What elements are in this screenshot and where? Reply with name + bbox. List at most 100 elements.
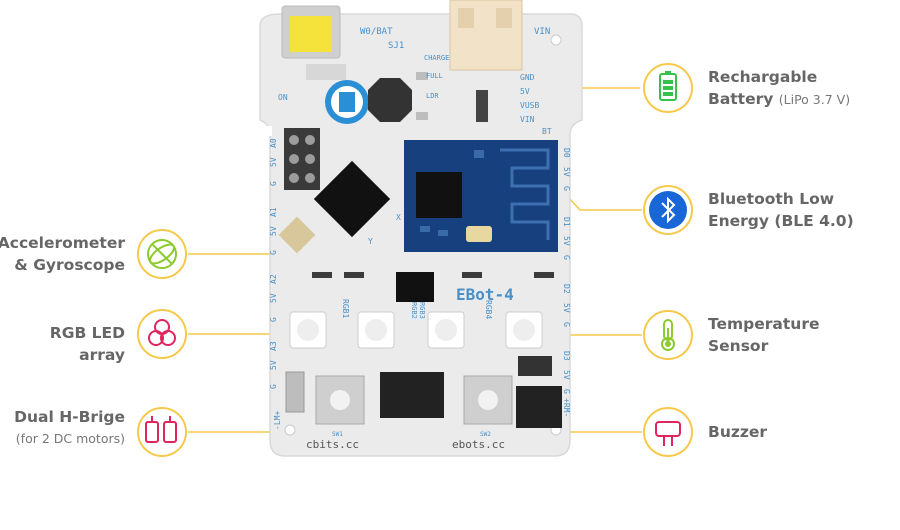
- left-pin-label: A2: [269, 274, 278, 284]
- silk-full: FULL: [426, 72, 443, 80]
- right-pin-label: D3: [562, 351, 571, 361]
- silk-rgb4: RGB4: [484, 300, 493, 319]
- rgb-led-lens: [297, 319, 319, 341]
- silk-rgb1: RGB1: [341, 299, 350, 318]
- right-pin-label: D2: [562, 284, 571, 294]
- piezo-part: [368, 78, 412, 122]
- silk-sw1: SW1: [332, 431, 343, 438]
- mount-hole: [284, 424, 296, 436]
- right-pin-label: G: [562, 255, 571, 260]
- silk-ldr: LDR: [426, 92, 439, 100]
- left-pin-label: G: [269, 317, 278, 322]
- label-rgb-led: RGB LED array: [50, 322, 125, 366]
- right-pin-label: D1: [562, 217, 571, 227]
- power-switch-knob: [290, 16, 332, 52]
- silk-sw2: SW2: [480, 431, 491, 438]
- right-pin-label: G: [562, 322, 571, 327]
- label-accelerometer: Accelerometer & Gyroscope: [0, 232, 125, 276]
- url-left: cbits.cc: [306, 438, 359, 451]
- rgb-led-lens: [513, 319, 535, 341]
- silk-5v: 5V: [520, 87, 530, 96]
- smd-part: [416, 112, 428, 120]
- right-pin-label: 5V: [562, 236, 571, 246]
- silk-on: ON: [278, 93, 288, 102]
- buzzer-part: [516, 386, 562, 428]
- thermometer-icon: [661, 319, 675, 351]
- smd-part: [416, 72, 428, 80]
- pin: [305, 154, 315, 164]
- button-sw2-cap: [478, 390, 498, 410]
- smd-part: [462, 272, 482, 278]
- smd-part: [344, 272, 364, 278]
- cbits-logo-mark: [339, 92, 355, 112]
- label-buzzer: Buzzer: [708, 421, 767, 443]
- gyroscope-icon: [147, 239, 177, 269]
- right-pin-label: 5V: [562, 167, 571, 177]
- label-rgb-line1: RGB LED: [49, 324, 125, 342]
- buzzer-icon: [655, 421, 681, 446]
- ble-smd: [420, 226, 430, 232]
- silk-x: X: [396, 213, 401, 222]
- label-battery-line1: Rechargable: [708, 68, 818, 86]
- connector-pin: [496, 8, 512, 28]
- button-sw1-cap: [330, 390, 350, 410]
- label-hbridge: Dual H-Brige (for 2 DC motors): [14, 406, 125, 450]
- mcu-chip: [313, 160, 391, 238]
- pin: [289, 135, 299, 145]
- label-ble: Bluetooth Low Energy (BLE 4.0): [708, 188, 854, 232]
- left-pin-label: A3: [269, 341, 278, 351]
- left-pin-label: G: [269, 250, 278, 255]
- hbridge-badge: [137, 407, 187, 457]
- left-pin-label: 5V: [269, 293, 278, 303]
- label-accelerometer-line1: Accelerometer: [0, 234, 125, 252]
- silk-y: Y: [368, 237, 373, 246]
- silk-rgb3: RGB3: [418, 302, 426, 319]
- imu-chip: [396, 272, 434, 302]
- silk-vin-top: VIN: [534, 27, 550, 37]
- left-pin-label: G: [269, 384, 278, 389]
- rgb-led-lens: [435, 319, 457, 341]
- label-battery: Rechargable Battery (LiPo 3.7 V): [708, 66, 850, 111]
- left-pin-label: G: [269, 181, 278, 186]
- crystal: [278, 216, 316, 254]
- silk-w0bat: W0/BAT: [360, 27, 393, 37]
- right-pin-label: 5V: [562, 370, 571, 380]
- hbridge-chip: [380, 372, 444, 418]
- pin: [305, 135, 315, 145]
- label-rgb-line2: array: [79, 346, 125, 364]
- rgb-led-lens: [365, 319, 387, 341]
- silk-charge: CHARGE: [424, 54, 449, 62]
- label-temp-line1: Temperature: [708, 315, 820, 333]
- silk-vin: VIN: [520, 115, 535, 124]
- rgb-circles-icon: [148, 319, 176, 346]
- pcb-notch: [262, 126, 272, 136]
- silk-rm: +RM-: [562, 398, 571, 417]
- motors-icon: [145, 416, 177, 443]
- right-pin-label: 5V: [562, 303, 571, 313]
- ble-antenna: [500, 148, 550, 240]
- label-temp-line2: Sensor: [708, 337, 769, 355]
- rgb-leds: [289, 311, 543, 349]
- smd-part: [312, 272, 332, 278]
- pin: [305, 173, 315, 183]
- url-right: ebots.cc: [452, 438, 505, 451]
- silk-rgb2: RGB2: [410, 302, 418, 319]
- label-ble-line1: Bluetooth Low: [708, 190, 835, 208]
- right-pin-label: D0: [562, 148, 571, 158]
- right-pin-label: G: [562, 389, 571, 394]
- connector-pin: [458, 8, 474, 28]
- ble-crystal: [466, 226, 492, 242]
- smd-part: [306, 64, 346, 80]
- ble-chip: [416, 172, 462, 218]
- silk-gnd: GND: [520, 73, 535, 82]
- label-hbridge-sub: (for 2 DC motors): [15, 431, 125, 446]
- board-name: EBot-4: [456, 285, 514, 304]
- left-pin-label: 5V: [269, 226, 278, 236]
- silk-vusb: VUSB: [520, 101, 539, 110]
- left-pin-label: 5V: [269, 157, 278, 167]
- smd-part: [518, 356, 552, 376]
- label-battery-line2: Battery: [708, 90, 774, 108]
